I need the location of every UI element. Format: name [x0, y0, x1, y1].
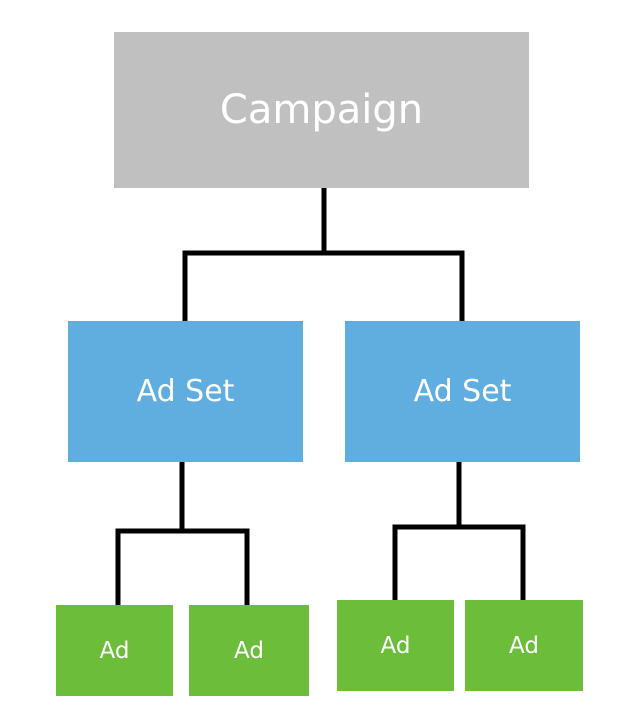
campaign-label: Campaign: [219, 87, 424, 133]
ad-node: Ad: [465, 600, 583, 691]
ad-set-label: Ad Set: [136, 374, 235, 409]
connector-adset1-branch: [115, 528, 250, 608]
ad-node: Ad: [337, 600, 454, 691]
ad-label: Ad: [234, 637, 264, 664]
campaign-node: Campaign: [114, 32, 529, 188]
connector-adsets-branch: [182, 250, 465, 324]
ad-label: Ad: [99, 637, 130, 664]
ad-label: Ad: [509, 632, 539, 659]
ad-set-node: Ad Set: [68, 321, 303, 462]
connector-adset2-branch: [392, 524, 526, 603]
ad-label: Ad: [380, 632, 411, 659]
ad-set-node: Ad Set: [345, 321, 580, 462]
ad-set-label: Ad Set: [413, 374, 512, 409]
ad-node: Ad: [56, 605, 173, 696]
ad-node: Ad: [189, 605, 309, 696]
